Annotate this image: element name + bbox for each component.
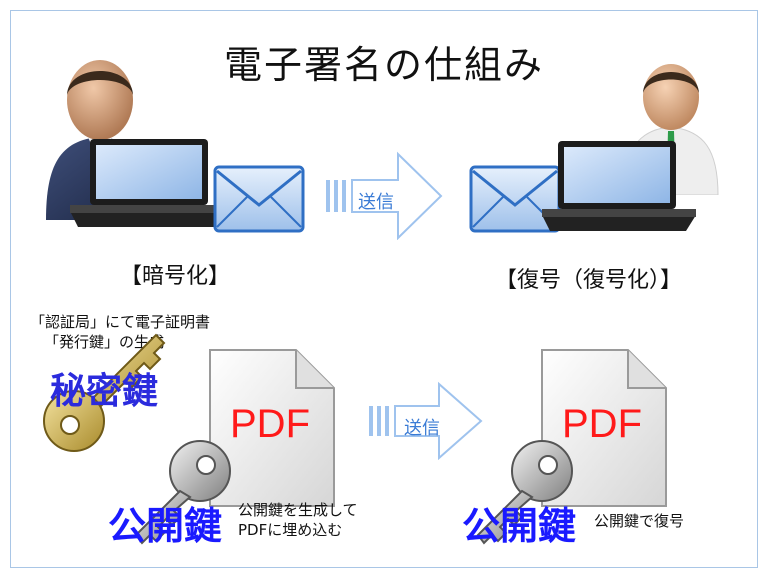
ca-note-line2: 「発行鍵」の生成 [44,333,165,351]
sender-laptop-icon [70,139,228,227]
decrypt-label: 【復号（復号化）】 [495,268,683,293]
envelope-icon-right [469,165,561,233]
send-label-top: 送信 [358,192,394,213]
pdf-label-left: PDF [230,402,310,446]
send-arrow-top [326,151,443,240]
pdf-document-right [541,349,667,507]
page-title: 電子署名の仕組み [223,43,544,87]
secret-key-label: 秘密鍵 [50,371,159,412]
secret-key-icon [43,333,166,452]
public-key-icon-right [476,440,573,545]
envelope-icon-left [213,165,305,233]
public-key-label-right: 公開鍵 [462,504,577,548]
receiver-laptop-icon [542,141,696,231]
send-label-bottom: 送信 [404,418,440,439]
left-caption-line1: 公開鍵を生成して [238,501,358,519]
right-caption: 公開鍵で復号 [594,512,685,530]
pdf-label-right: PDF [562,402,642,446]
send-arrow-bottom [369,381,483,460]
ca-note-line1: 「認証局」にて電子証明書 [30,313,211,331]
encrypt-label: 【暗号化】 [120,264,231,289]
public-key-icon-left [134,440,231,545]
public-key-label-left: 公開鍵 [108,504,223,548]
left-caption-line2: PDFに埋め込む [238,521,343,539]
